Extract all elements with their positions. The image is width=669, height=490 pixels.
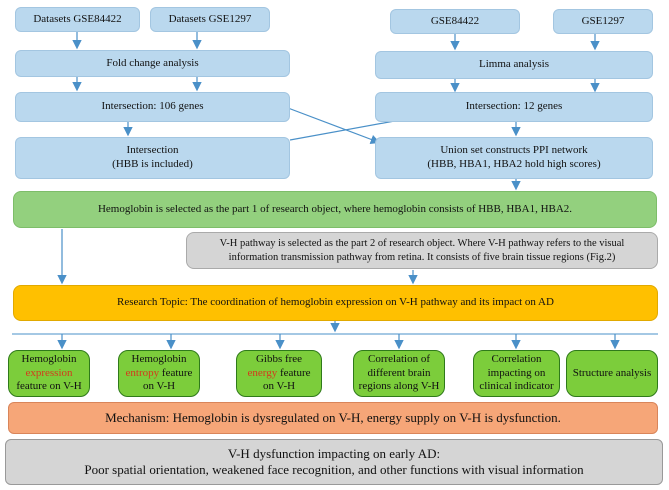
- fold-change-analysis: Fold change analysis: [15, 50, 290, 77]
- intersection-12-genes: Intersection: 12 genes: [375, 92, 653, 122]
- union-ppi-line2: (HBB, HBA1, HBA2 hold high scores): [427, 158, 601, 170]
- intersection-hbb: Intersection (HBB is included): [15, 137, 290, 179]
- feature-energy-line2: energy feature: [247, 366, 311, 379]
- hemoglobin-selected: Hemoglobin is selected as the part 1 of …: [13, 191, 657, 228]
- arrow: [287, 107, 381, 144]
- feature-entropy-line3: on V-H: [142, 380, 176, 393]
- feature-expression: Hemoglobin expression feature on V-H: [8, 350, 90, 397]
- feature-clinical-indicator: Correlation impacting on clinical indica…: [473, 350, 560, 397]
- feature-entropy: Hemoglobin entropy feature on V-H: [118, 350, 200, 397]
- feature-expression-highlight: expression: [25, 366, 73, 379]
- feature-energy-line3: on V-H: [262, 380, 296, 393]
- dataset-gse84422-right: GSE84422: [390, 9, 520, 34]
- vh-pathway-line1: V-H pathway is selected as the part 2 of…: [219, 238, 625, 250]
- feature-clinical-line3: clinical indicator: [479, 380, 554, 393]
- intersection-hbb-line1: Intersection: [126, 144, 179, 157]
- feature-correlation-line2: different brain: [367, 366, 431, 379]
- intersection-106-genes: Intersection: 106 genes: [15, 92, 290, 122]
- dataset-gse84422-left: Datasets GSE84422: [15, 7, 140, 32]
- feature-energy: Gibbs free energy feature on V-H: [236, 350, 322, 397]
- intersection-hbb-line2: (HBB is included): [112, 158, 193, 170]
- mechanism: Mechanism: Hemoglobin is dysregulated on…: [8, 402, 658, 434]
- union-ppi-network: Union set constructs PPI network (HBB, H…: [375, 137, 653, 179]
- feature-energy-highlight: energy: [247, 366, 278, 379]
- feature-correlation-regions: Correlation of different brain regions a…: [353, 350, 445, 397]
- feature-entropy-line1: Hemoglobin: [131, 352, 187, 365]
- feature-expression-line3: feature on V-H: [16, 380, 82, 393]
- conclusion-line1: V-H dysfunction impacting on early AD:: [227, 445, 441, 461]
- union-ppi-line1: Union set constructs PPI network: [440, 144, 588, 157]
- feature-correlation-line1: Correlation of: [367, 352, 430, 365]
- feature-entropy-line2: entropy feature: [125, 366, 193, 379]
- conclusion-line2: Poor spatial orientation, weakened face …: [84, 462, 584, 477]
- dataset-gse1297-left: Datasets GSE1297: [150, 7, 270, 32]
- feature-correlation-line3: regions along V-H: [358, 380, 440, 393]
- limma-analysis: Limma analysis: [375, 51, 653, 79]
- feature-clinical-line1: Correlation: [491, 352, 542, 365]
- research-topic: Research Topic: The coordination of hemo…: [13, 285, 658, 321]
- feature-energy-line1: Gibbs free: [255, 352, 303, 365]
- feature-entropy-highlight: entropy: [125, 366, 160, 379]
- vh-pathway-selected: V-H pathway is selected as the part 2 of…: [186, 232, 658, 269]
- vh-pathway-line2: information transmission pathway from re…: [228, 251, 616, 263]
- feature-expression-line1: Hemoglobin: [21, 352, 77, 365]
- feature-clinical-line2: impacting on: [487, 366, 546, 379]
- feature-structure-analysis: Structure analysis: [566, 350, 658, 397]
- conclusion: V-H dysfunction impacting on early AD: P…: [5, 439, 663, 485]
- dataset-gse1297-right: GSE1297: [553, 9, 653, 34]
